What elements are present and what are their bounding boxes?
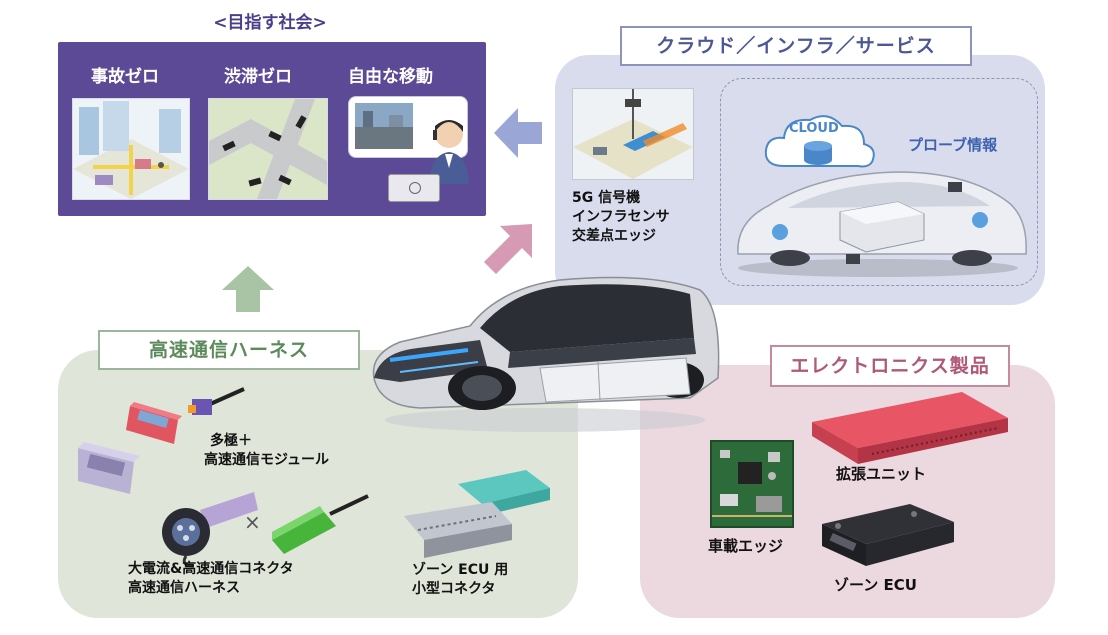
probe-dashed-region <box>720 78 1038 286</box>
harness-title: 高速通信ハーネス <box>98 330 360 370</box>
multipole-module-illustration <box>74 398 228 512</box>
zone-ecu-label: ゾーン ECU <box>834 576 917 594</box>
zero-accident-illustration <box>72 98 190 200</box>
expansion-unit-illustration <box>812 392 1008 472</box>
zone-connector-illustration <box>404 470 554 566</box>
zone-conn-caption-2: 小型コネクタ <box>412 581 496 597</box>
infra-caption-3: 交差点エッジ <box>572 228 656 244</box>
society-title: <目指す社会> <box>213 13 327 33</box>
small-connector-illustration <box>188 385 248 425</box>
society-label-zero-accidents: 事故ゼロ <box>91 67 159 87</box>
arrow-harness-to-society <box>222 266 274 316</box>
times-symbol: × <box>244 510 261 534</box>
green-connector-illustration <box>268 492 372 566</box>
zero-congestion-illustration <box>208 98 328 200</box>
zone-conn-caption-1: ゾーン ECU 用 <box>412 562 509 578</box>
operator-laptop <box>388 174 440 202</box>
society-label-zero-congestion: 渋滞ゼロ <box>224 67 292 87</box>
module-caption-2: 高速通信モジュール <box>204 452 330 468</box>
vehicle-edge-board <box>710 440 794 528</box>
vehicle-edge-label: 車載エッジ <box>708 537 784 555</box>
arrow-cloud-to-society <box>494 108 542 162</box>
society-panel: 事故ゼロ 渋滞ゼロ 自由な移動 <box>58 42 486 216</box>
cloud-title: クラウド／インフラ／サービス <box>620 26 972 66</box>
central-vehicle-illustration <box>360 268 730 442</box>
probe-vehicle-illustration <box>728 162 1034 284</box>
power-connector-illustration <box>150 488 260 572</box>
cloud-label: CLOUD <box>789 121 839 136</box>
zone-ecu-illustration <box>818 500 958 576</box>
arrow-car-to-society <box>482 218 538 278</box>
infrastructure-illustration <box>572 88 694 180</box>
infra-caption-1: 5G 信号機 <box>572 190 641 206</box>
expansion-unit-label: 拡張ユニット <box>836 465 927 483</box>
power-conn-caption-2: 高速通信ハーネス <box>128 580 240 596</box>
society-label-free-mobility: 自由な移動 <box>348 67 433 87</box>
module-caption-1: 多極＋ <box>210 433 252 449</box>
electronics-title: エレクトロニクス製品 <box>770 345 1010 387</box>
probe-info-label: プローブ情報 <box>908 136 998 154</box>
power-conn-caption-1: 大電流&高速通信コネクタ <box>128 561 294 577</box>
cloud-icon <box>760 110 880 178</box>
infra-caption-2: インフラセンサ <box>572 209 670 225</box>
